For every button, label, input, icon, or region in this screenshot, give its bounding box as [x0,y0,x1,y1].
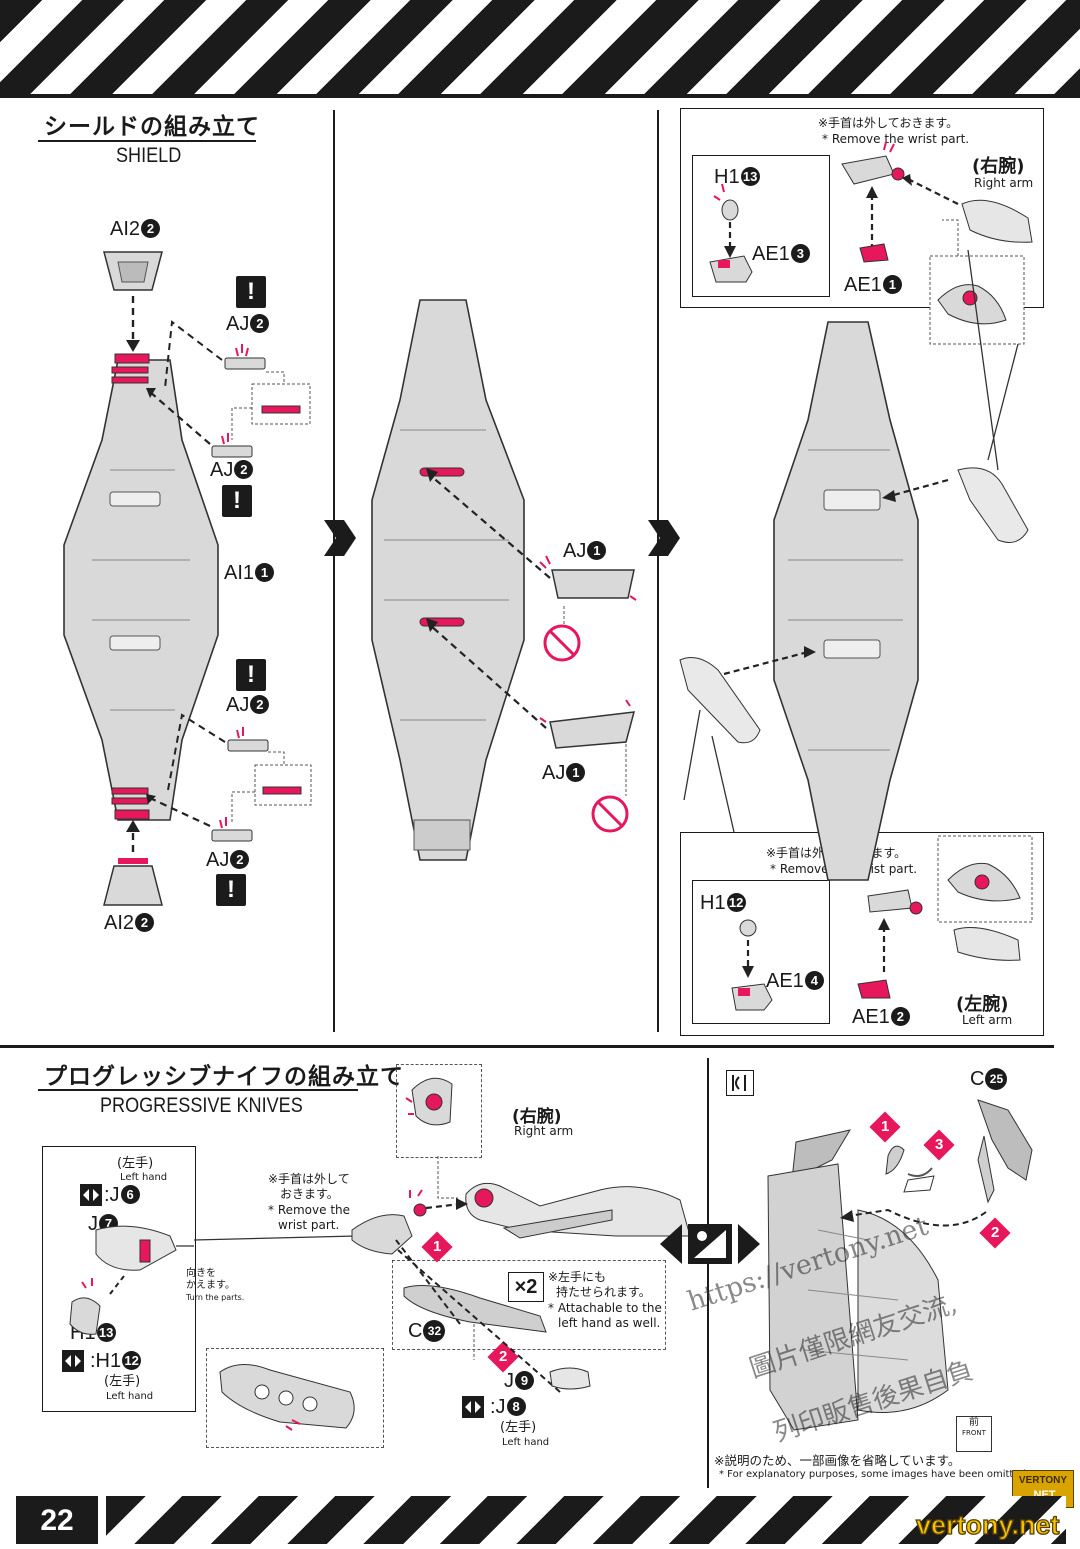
knife-mount-drawing [767,1099,1033,1431]
panel2-drawing [371,299,637,861]
wrist-note-en-2: wrist part. [278,1218,340,1232]
wrist-note-jp-1: ※手首は外して [268,1172,350,1186]
left-hand-en: Left hand [120,1172,168,1183]
hazard-stripe-footer [106,1496,1066,1544]
grip-inset [206,1348,384,1448]
knife-left-hand-jp: (左手) [500,1420,537,1435]
left-hand2-en: Left hand [106,1391,154,1402]
turn-en: Turn the parts. [186,1293,245,1302]
front-indicator: 前 FRONT [956,1416,992,1452]
knife-right-arm-en: Right arm [514,1124,574,1138]
warning-icon: ! [236,659,266,691]
wrist-inset [396,1064,482,1158]
right-arm-en: Right arm [974,176,1034,190]
panel3-drawing [679,141,1033,1011]
turn-jp-1: 向きを [186,1268,216,1279]
section-divider [0,1045,1054,1048]
watermark-badge-1: VERTONY [1018,1475,1068,1486]
shield-title-jp: シールドの組み立て [44,114,260,140]
wrist-note-jp-2: おきます。 [280,1187,339,1201]
attach-en-2: left hand as well. [558,1316,661,1330]
knife-left-hand-en: Left hand [502,1437,550,1448]
swap-icon [462,1396,484,1418]
divider-3 [707,1058,709,1488]
front-jp: 前 [969,1417,979,1428]
step-arrow-1-icon [324,520,356,556]
top-note-jp: ※手首は外しておきます。 [818,116,959,130]
hazard-stripe-header [0,0,1080,94]
left-arm-en: Left arm [962,1013,1013,1027]
right-arm-jp: (右腕) [972,156,1025,177]
divider-2 [657,110,659,1032]
knives-title-en: PROGRESSIVE KNIVES [100,1094,303,1117]
warning-icon: ! [222,485,252,517]
knives-title-jp: プログレッシブナイフの組み立て [44,1064,404,1090]
attach-en-1: * Attachable to the [548,1301,662,1315]
left-hand-jp: (左手) [117,1156,154,1171]
panel1-drawing [63,251,312,906]
front-en: FRONT [962,1429,986,1437]
swap-icon [80,1184,102,1206]
watermark-site: vertony.net [915,1509,1060,1540]
footnote-jp: ※説明のため、一部画像を省略しています。 [714,1453,961,1468]
wrist-note-en-1: * Remove the [268,1203,351,1217]
turn-jp-2: かえます。 [186,1280,235,1291]
knives-drawing [69,1077,691,1431]
divider-1 [333,110,335,1032]
page-number: 22 [16,1496,98,1544]
warning-icon: ! [236,276,266,308]
shield-title-en: SHIELD [116,144,182,167]
knife-inset [392,1260,666,1350]
top-note-en: * Remove the wrist part. [822,132,970,146]
x2-badge: ×2 [508,1272,544,1302]
warning-icon: ! [216,874,246,906]
knives-title-rule [38,1089,358,1091]
shield-title-rule [38,140,256,142]
swap-direction-icon [660,1216,760,1272]
footnote-en: * For explanatory purposes, some images … [719,1469,1030,1480]
swap-icon [62,1350,84,1372]
left-hand2-jp: (左手) [104,1374,141,1389]
step-arrow-2-icon [648,520,680,556]
attach-jp-2: 持たせられます。 [556,1285,651,1299]
left-arm-jp: (左腕) [956,994,1009,1015]
header-edge [0,94,1080,98]
knife-right-arm-jp: (右腕) [512,1107,562,1127]
storage-icon [726,1070,754,1096]
attach-jp-1: ※左手にも [548,1270,607,1284]
